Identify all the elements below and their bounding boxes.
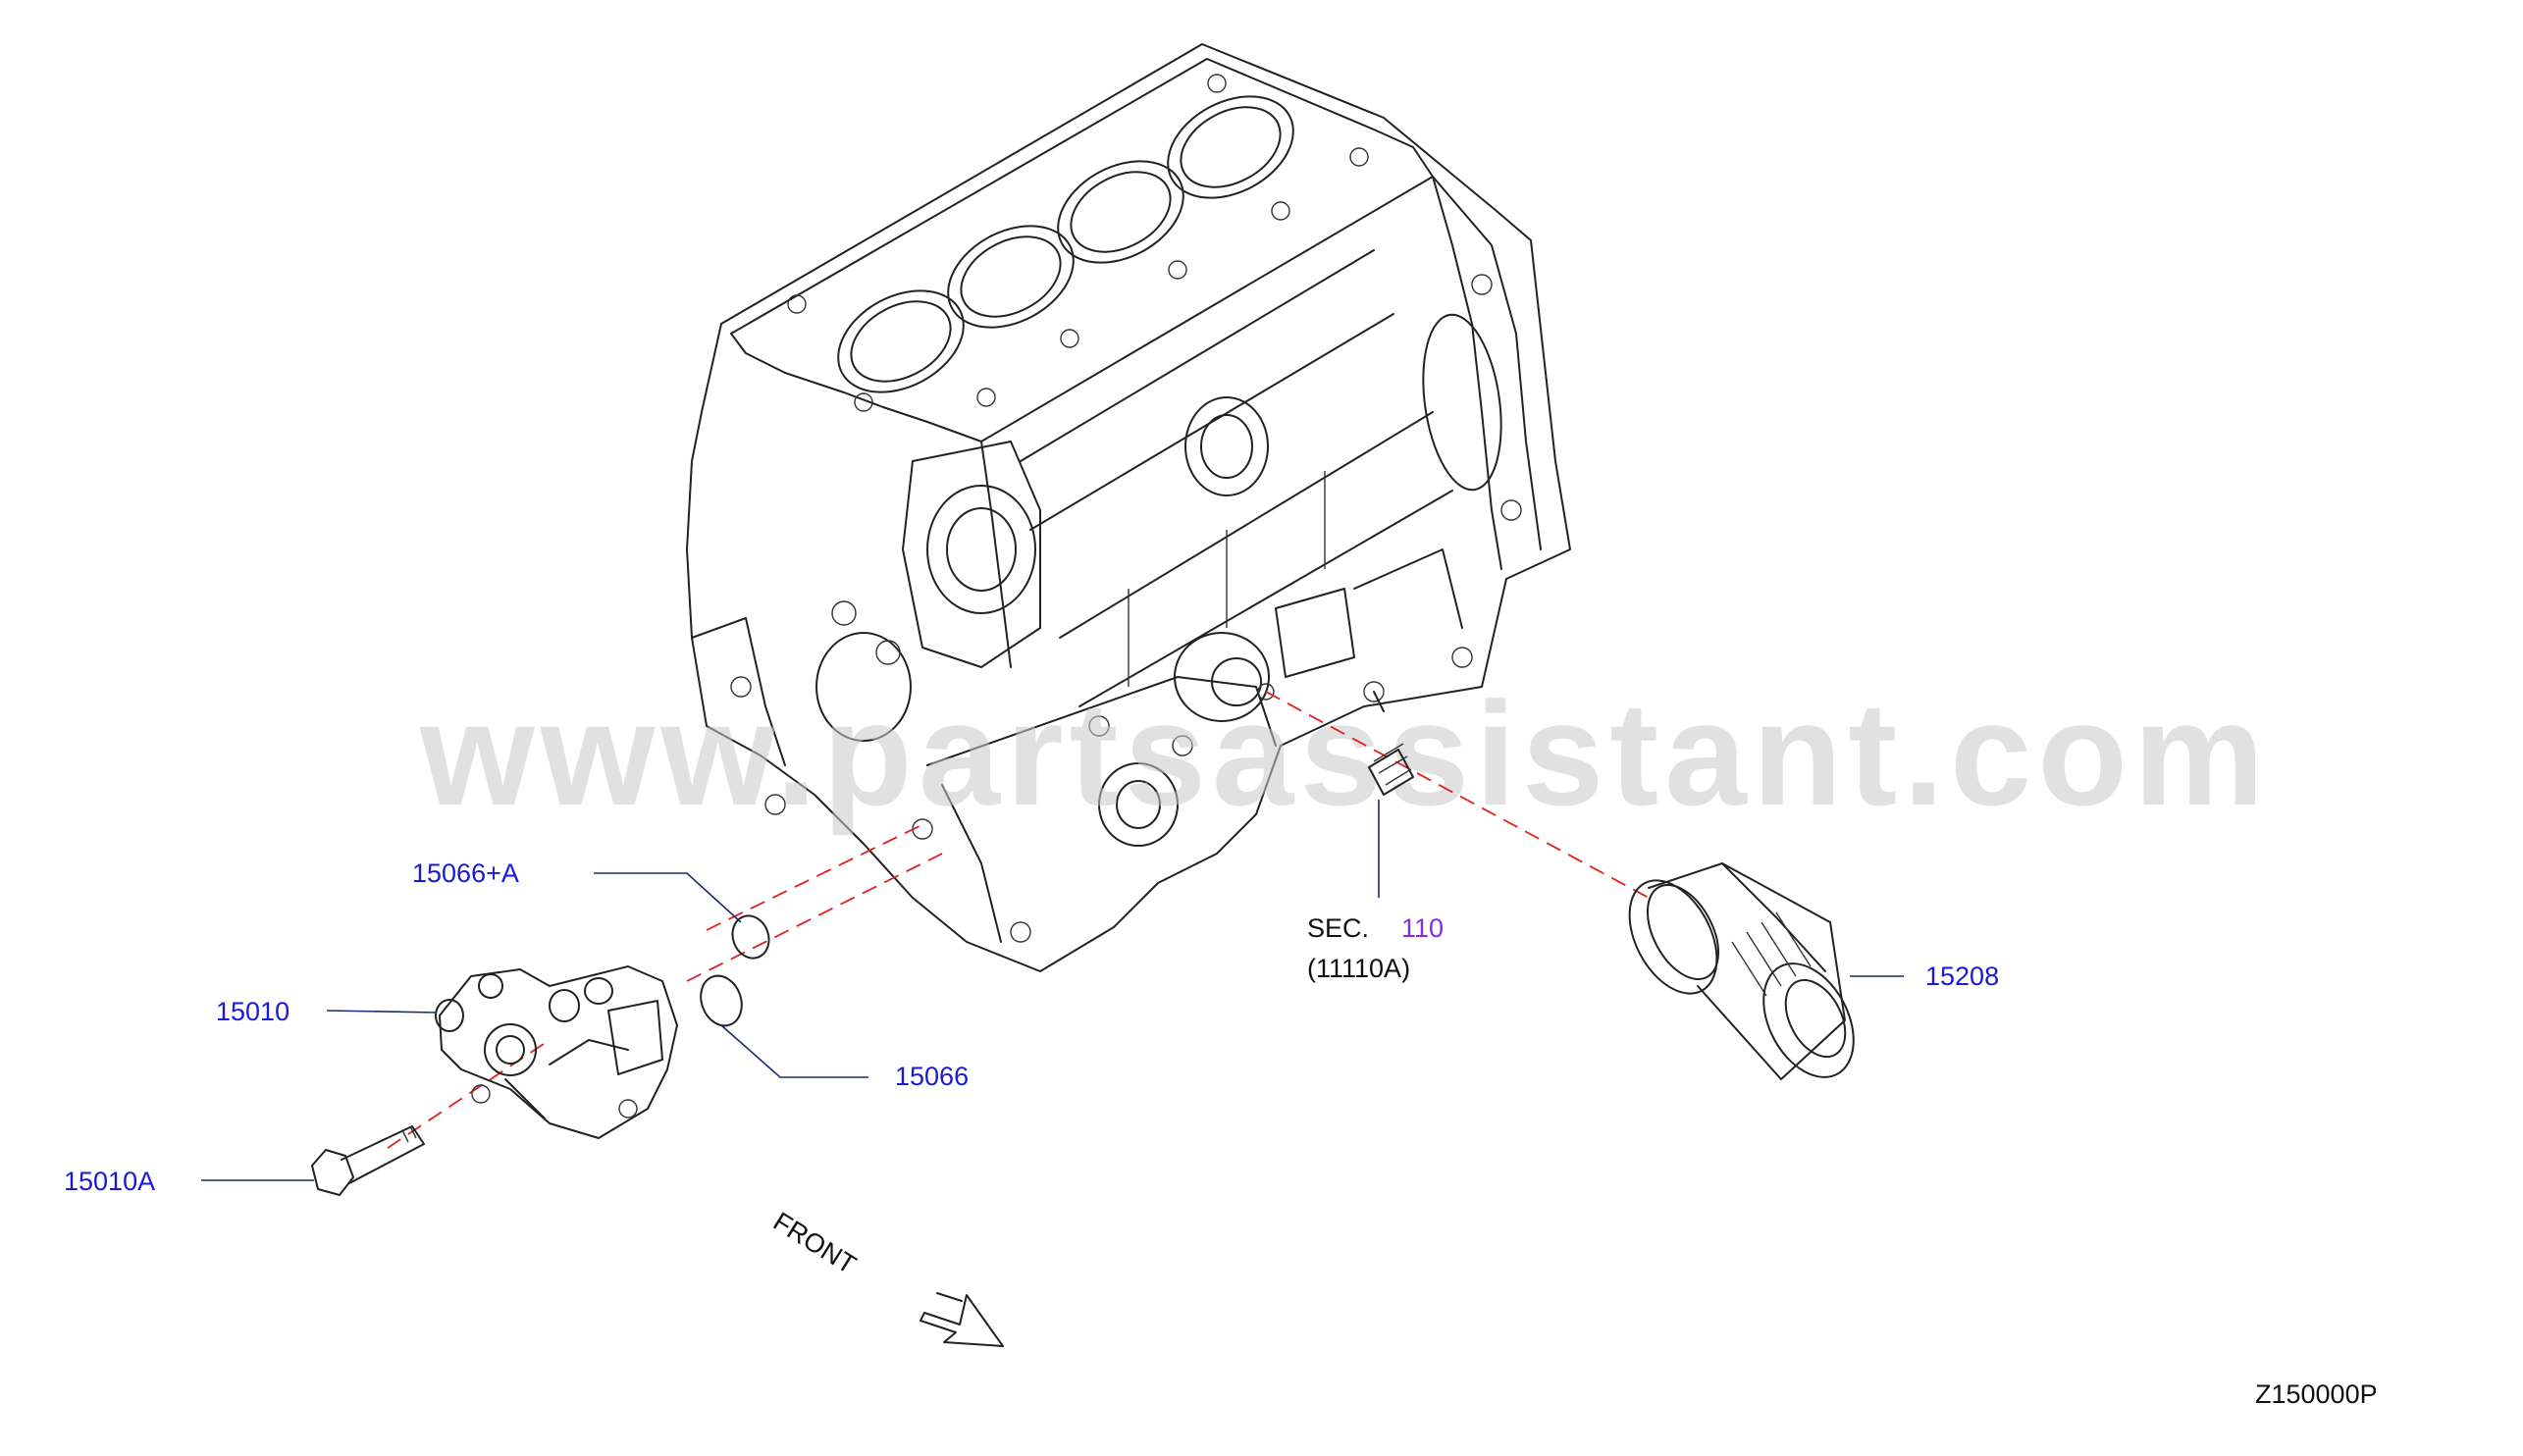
- section-ref-prefix: SEC.: [1307, 913, 1369, 943]
- front-arrow-icon: [920, 1292, 1004, 1347]
- figure-code: Z150000P: [2255, 1379, 2378, 1409]
- stud-illustration: [1368, 743, 1414, 796]
- callout-15066[interactable]: 15066: [895, 1062, 969, 1091]
- watermark-text: www.partsassistant.com: [419, 671, 2270, 836]
- leader-lines: [201, 800, 1904, 1181]
- gasket-15066-shape: [700, 974, 743, 1027]
- oil-filter-illustration: [1628, 862, 1855, 1080]
- callout-15010[interactable]: 15010: [216, 997, 289, 1026]
- callout-15208[interactable]: 15208: [1925, 962, 1999, 991]
- callout-15010a[interactable]: 15010A: [64, 1167, 155, 1196]
- engine-block-illustration: [686, 43, 1571, 972]
- oil-pump-illustration: [435, 965, 678, 1139]
- section-ref-sub: (11110A): [1307, 954, 1410, 983]
- gasket-15066-a-shape: [731, 914, 770, 960]
- callout-15066-a[interactable]: 15066+A: [412, 858, 519, 888]
- front-label: FRONT: [768, 1207, 862, 1280]
- oil-pump-bolt-illustration: [311, 1125, 425, 1196]
- section-ref-number[interactable]: 110: [1401, 913, 1444, 943]
